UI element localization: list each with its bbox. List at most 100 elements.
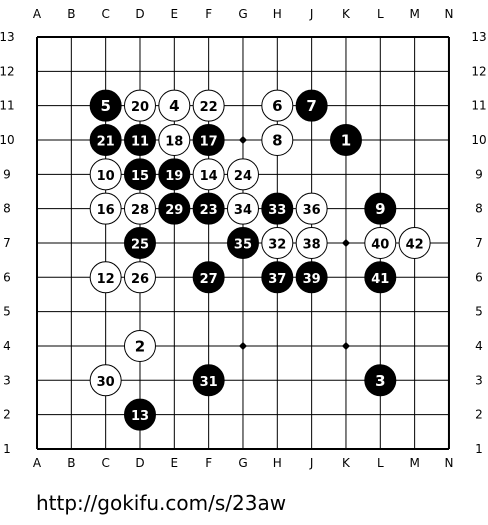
stone-disc	[226, 192, 259, 225]
row-label: 12	[471, 64, 486, 78]
stone-disc	[364, 261, 397, 294]
white-stone: 10	[89, 158, 122, 191]
stone-disc	[295, 89, 328, 122]
column-label: J	[309, 456, 314, 470]
row-label: 3	[3, 373, 11, 387]
white-stone: 18	[158, 123, 191, 156]
white-stone: 8	[261, 123, 294, 156]
stone-disc	[123, 158, 156, 191]
black-stone: 27	[192, 261, 225, 294]
move-number: 22	[200, 100, 218, 115]
black-stone: 29	[158, 192, 191, 225]
stone-disc	[261, 89, 294, 122]
black-stone: 3	[364, 364, 397, 397]
stone-disc	[261, 261, 294, 294]
stone-disc	[364, 192, 397, 225]
white-stone: 2	[123, 329, 156, 362]
move-number: 17	[200, 134, 218, 149]
row-label: 8	[475, 202, 483, 216]
move-number: 27	[200, 272, 218, 287]
black-stone: 35	[226, 226, 259, 259]
move-number: 38	[303, 237, 321, 252]
row-label: 1	[3, 442, 11, 456]
stone-disc	[226, 158, 259, 191]
star-points	[238, 135, 350, 350]
black-stone: 23	[192, 192, 225, 225]
move-number: 18	[165, 134, 183, 149]
white-stone: 38	[295, 226, 328, 259]
move-number: 16	[97, 203, 115, 218]
black-stone: 13	[123, 398, 156, 431]
move-number: 21	[97, 134, 115, 149]
column-label: E	[171, 456, 179, 470]
stone-disc	[123, 226, 156, 259]
column-label: A	[33, 7, 42, 21]
row-label: 2	[475, 408, 483, 422]
white-stone: 36	[295, 192, 328, 225]
column-label: C	[101, 7, 109, 21]
black-stone: 41	[364, 261, 397, 294]
move-number: 15	[131, 169, 149, 184]
stone-disc	[158, 192, 191, 225]
move-number: 23	[200, 203, 218, 218]
move-number: 9	[375, 200, 385, 218]
column-label: D	[135, 7, 144, 21]
black-stone: 33	[261, 192, 294, 225]
stone-disc	[261, 192, 294, 225]
row-label: 6	[3, 270, 11, 284]
move-number: 13	[131, 409, 149, 424]
white-stone: 12	[89, 261, 122, 294]
row-label: 11	[0, 99, 15, 113]
white-stone: 16	[89, 192, 122, 225]
move-number: 42	[406, 237, 424, 252]
stone-disc	[364, 226, 397, 259]
black-stone: 15	[123, 158, 156, 191]
stone-disc	[158, 123, 191, 156]
column-label: B	[67, 456, 75, 470]
black-stone: 17	[192, 123, 225, 156]
white-stone: 22	[192, 89, 225, 122]
row-label: 5	[3, 305, 11, 319]
stone-disc	[89, 192, 122, 225]
row-label: 5	[475, 305, 483, 319]
column-label: F	[205, 456, 212, 470]
black-stone: 25	[123, 226, 156, 259]
move-number: 32	[268, 237, 286, 252]
stone-disc	[123, 89, 156, 122]
move-number: 34	[234, 203, 252, 218]
row-label: 1	[475, 442, 483, 456]
stone-disc	[89, 364, 122, 397]
row-label: 13	[471, 30, 486, 44]
column-label: D	[135, 456, 144, 470]
stone-disc	[192, 364, 225, 397]
stone-disc	[295, 226, 328, 259]
black-stone: 7	[295, 89, 328, 122]
column-label: N	[444, 7, 453, 21]
stone-disc	[192, 158, 225, 191]
row-label: 12	[0, 64, 15, 78]
move-number: 31	[200, 375, 218, 390]
row-label: 9	[475, 167, 483, 181]
row-label: 4	[3, 339, 11, 353]
column-label: F	[205, 7, 212, 21]
black-stone: 19	[158, 158, 191, 191]
column-label: G	[238, 7, 247, 21]
stone-disc	[123, 123, 156, 156]
stone-disc	[89, 89, 122, 122]
column-label: N	[444, 456, 453, 470]
stone-disc	[89, 158, 122, 191]
stone-disc	[89, 261, 122, 294]
move-number: 12	[97, 272, 115, 287]
move-number: 7	[306, 97, 316, 115]
column-label: B	[67, 7, 75, 21]
stone-disc	[295, 261, 328, 294]
stone-disc	[398, 226, 431, 259]
stone-disc	[261, 226, 294, 259]
star-point	[238, 341, 247, 350]
move-number: 28	[131, 203, 149, 218]
star-point	[341, 238, 350, 247]
move-number: 40	[371, 237, 389, 252]
column-label: L	[377, 456, 384, 470]
move-number: 41	[371, 272, 389, 287]
